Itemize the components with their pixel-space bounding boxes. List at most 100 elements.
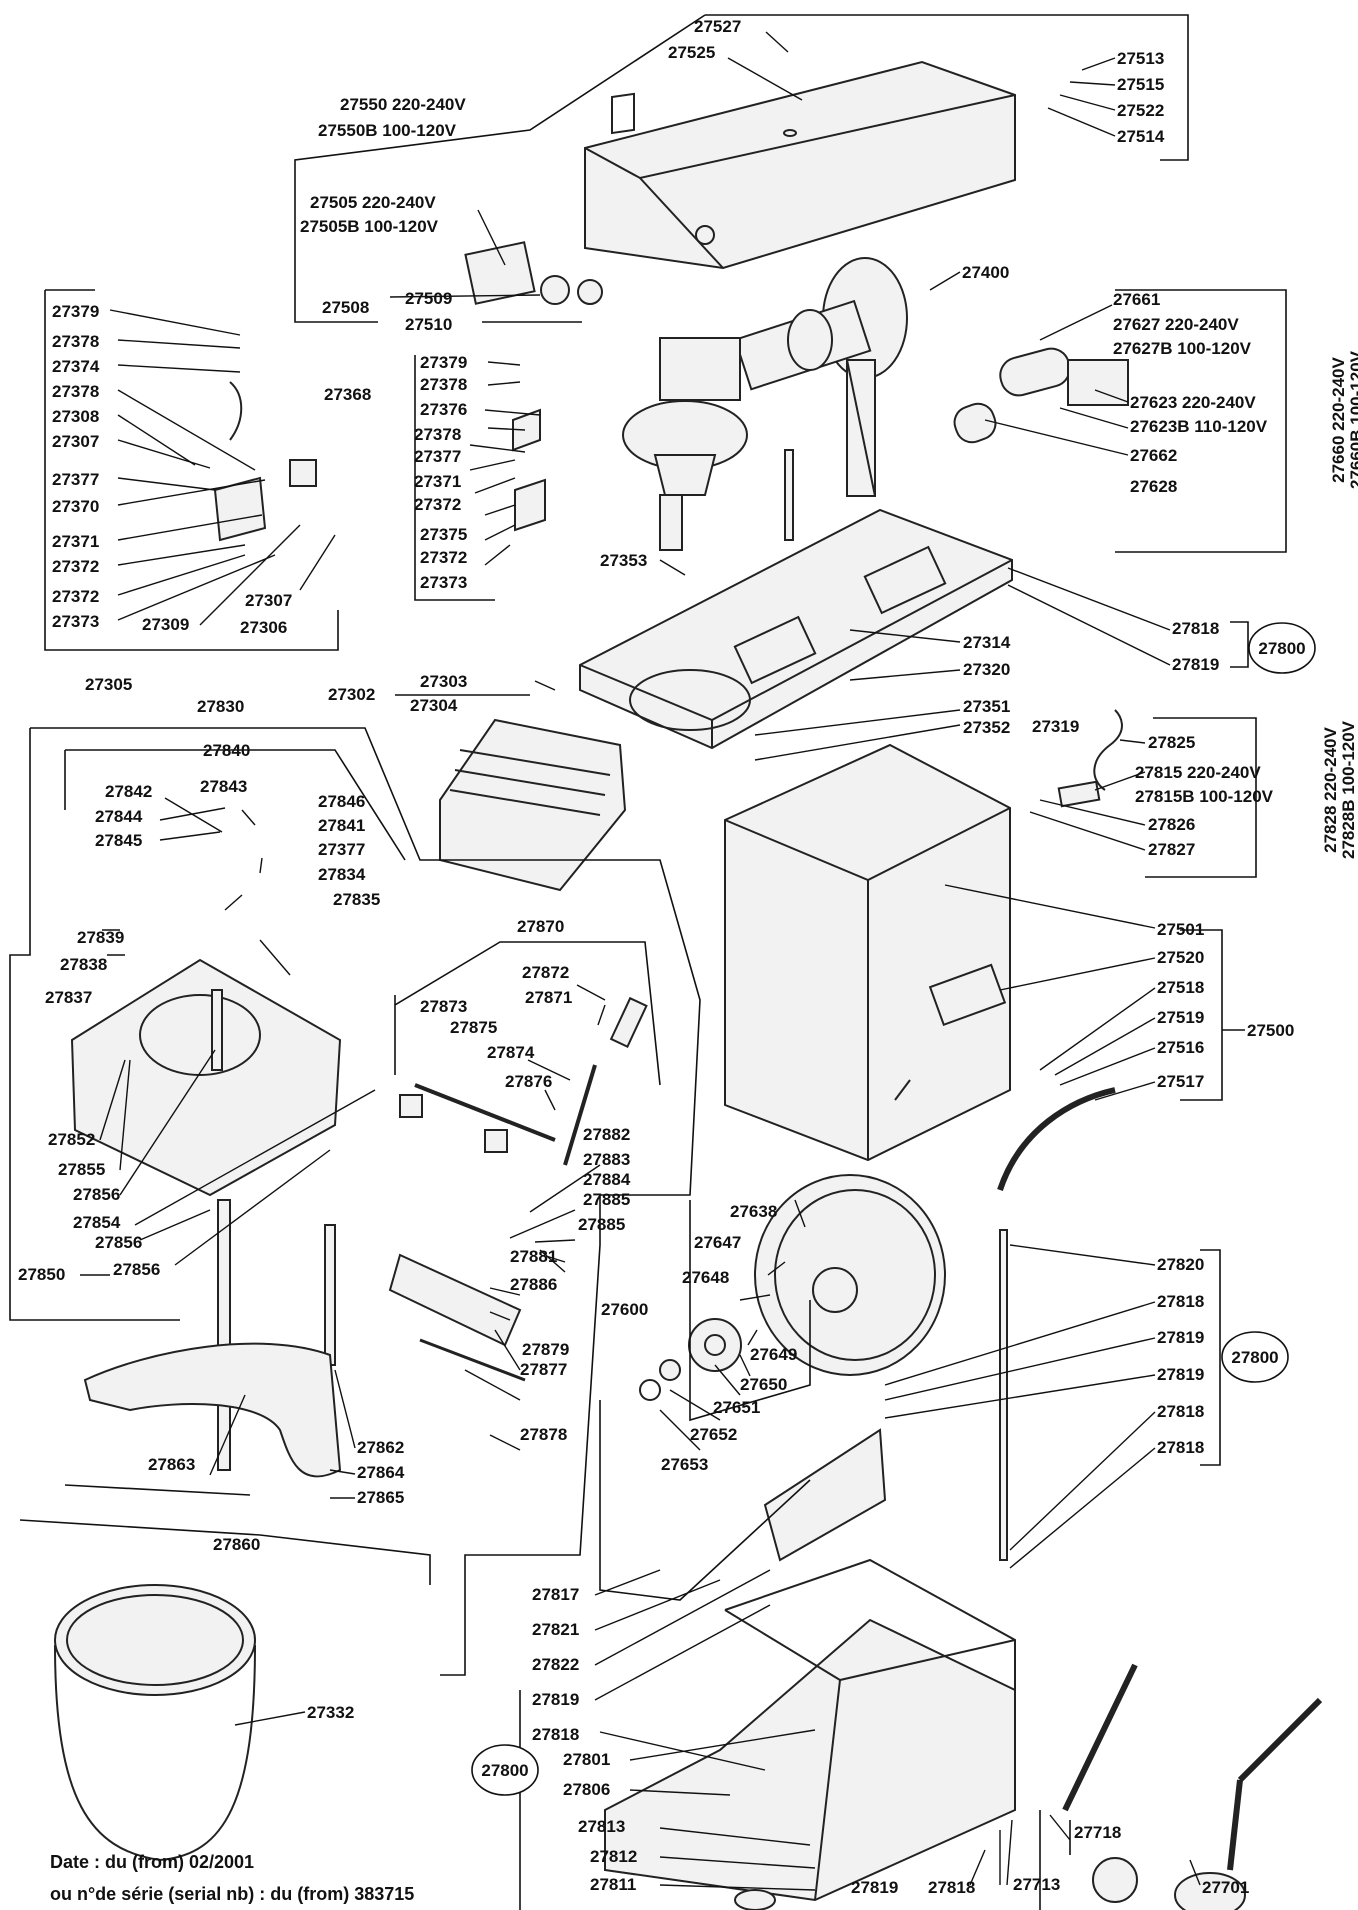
date-line: Date : du (from) 02/2001 [50, 1852, 254, 1872]
part-label: 27718 [1074, 1823, 1121, 1842]
part-label: 27877 [520, 1360, 567, 1379]
part-label: 27854 [73, 1213, 121, 1232]
part-label: 27314 [963, 633, 1011, 652]
leader-lines [80, 31, 1245, 1891]
circled-ref-27800-a: 27800 [1248, 622, 1316, 674]
part-label: 27525 [668, 43, 715, 62]
part-label: 27370 [52, 497, 99, 516]
part-label: 27648 [682, 1268, 729, 1287]
part-label: 27378 [52, 382, 99, 401]
part-label: 27818 [532, 1725, 579, 1744]
part-label: 27377 [414, 447, 461, 466]
part-label: 27845 [95, 831, 142, 850]
part-label: 27856 [113, 1260, 160, 1279]
switch-drawing [464, 241, 603, 305]
part-label: 27320 [963, 660, 1010, 679]
lift-linkage-drawing [388, 996, 648, 1382]
part-label: 27373 [52, 612, 99, 631]
part-label: 27302 [328, 685, 375, 704]
part-label: 27826 [1148, 815, 1195, 834]
part-label: 27661 [1113, 290, 1160, 309]
part-label: 27500 [1247, 1021, 1294, 1040]
part-label: 27650 [740, 1375, 787, 1394]
part-label: 27873 [420, 997, 467, 1016]
part-label: 27862 [357, 1438, 404, 1457]
part-label: 27519 [1157, 1008, 1204, 1027]
part-label: 27514 [1117, 127, 1165, 146]
part-label: 27372 [414, 495, 461, 514]
part-label: 27827 [1148, 840, 1195, 859]
part-label: 27308 [52, 407, 99, 426]
part-label: 27815 220-240V [1135, 763, 1261, 782]
part-drawings [54, 60, 1323, 1910]
part-label: 27377 [52, 470, 99, 489]
part-label: 27372 [52, 587, 99, 606]
part-label: 27870 [517, 917, 564, 936]
part-label: 27351 [963, 697, 1010, 716]
part-label: 27828 220-240V [1321, 726, 1340, 852]
part-label: 27375 [420, 525, 467, 544]
part-label: 27627 220-240V [1113, 315, 1239, 334]
part-label: 27378 [52, 332, 99, 351]
part-label: 27855 [58, 1160, 105, 1179]
part-label: 27837 [45, 988, 92, 1007]
part-label: 27623B 110-120V [1130, 417, 1268, 436]
power-cord-drawing [1057, 709, 1123, 808]
part-label: 27510 [405, 315, 452, 334]
part-label: 27379 [420, 353, 467, 372]
part-label: 27801 [563, 1750, 610, 1769]
part-label: 27834 [318, 865, 366, 884]
part-label: 27856 [73, 1185, 120, 1204]
top-cover-drawing [584, 60, 1016, 270]
part-label: 27623 220-240V [1130, 393, 1256, 412]
part-label: 27819 [1157, 1365, 1204, 1384]
part-label: 27307 [245, 591, 292, 610]
part-label: 27864 [357, 1463, 405, 1482]
part-label: 27865 [357, 1488, 404, 1507]
part-label: 27822 [532, 1655, 579, 1674]
part-label: 27307 [52, 432, 99, 451]
part-label: 27505 220-240V [310, 193, 436, 212]
part-label: 27304 [410, 696, 458, 715]
base-drawing [604, 1428, 1016, 1910]
part-label: 27522 [1117, 101, 1164, 120]
part-label: 27835 [333, 890, 380, 909]
part-label: 27303 [420, 672, 467, 691]
part-label: 27662 [1130, 446, 1177, 465]
electrical-box-drawing [213, 381, 317, 542]
part-label: 27516 [1157, 1038, 1204, 1057]
part-label: 27885 [578, 1215, 625, 1234]
part-label: 27843 [200, 777, 247, 796]
frame-drawing [579, 449, 1013, 750]
part-label: 27371 [52, 532, 99, 551]
part-label: 27371 [414, 472, 461, 491]
part-label: 27517 [1157, 1072, 1204, 1091]
part-label: 27508 [322, 298, 369, 317]
part-label: 27860 [213, 1535, 260, 1554]
part-label: 27518 [1157, 978, 1204, 997]
circled-ref-27800-b: 27800 [1221, 1331, 1289, 1383]
part-label: 27378 [414, 425, 461, 444]
part-label: 27701 [1202, 1878, 1249, 1897]
bowl-drawing [54, 1584, 256, 1862]
part-label: 27400 [962, 263, 1009, 282]
part-label: 27830 [197, 697, 244, 716]
part-label: 27377 [318, 840, 365, 859]
part-label: 27811 [590, 1875, 636, 1894]
part-label: 27638 [730, 1202, 777, 1221]
part-label: 27806 [563, 1780, 610, 1799]
heater-drawing [439, 718, 627, 892]
part-label: 27373 [420, 573, 467, 592]
part-label: 27319 [1032, 717, 1079, 736]
part-label: 27660B 100-120V [1347, 350, 1358, 489]
part-label: 27818 [1157, 1438, 1204, 1457]
part-label: 27817 [532, 1585, 579, 1604]
bowl-guard-segment-drawing [997, 1087, 1116, 1191]
serial-line: ou n°de série (serial nb) : du (from) 38… [50, 1884, 414, 1904]
circled-ref-27800-c: 27800 [471, 1744, 539, 1796]
part-label: 27876 [505, 1072, 552, 1091]
part-label: 27828B 100-120V [1339, 720, 1358, 859]
part-label: 27379 [52, 302, 99, 321]
part-label: 27886 [510, 1275, 557, 1294]
